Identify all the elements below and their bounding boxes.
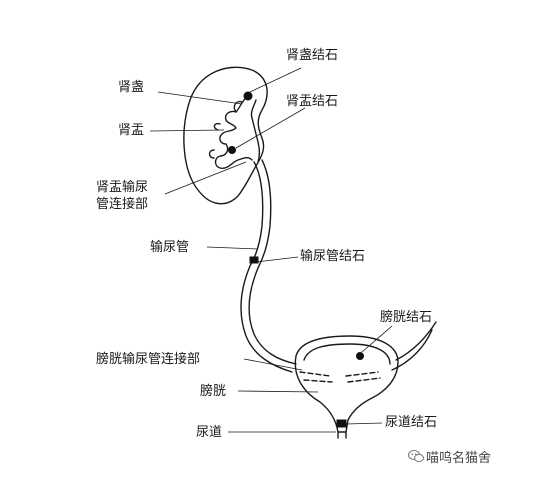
pelvis-stone-mark [228, 146, 236, 154]
ureter-right-inner [391, 329, 433, 371]
renal-pelvis-outline [214, 95, 253, 170]
urethra-stone-mark [336, 419, 347, 428]
kidney-outline [183, 66, 268, 205]
bladder-inner [303, 343, 391, 365]
label-bladder-stone: 膀胱结石 [380, 310, 433, 325]
label-ureter-stone: 输尿管结石 [300, 249, 366, 264]
ureter-right-outer [395, 321, 437, 361]
ureter-stone-mark [249, 256, 259, 264]
label-pelvis: 肾盂 [118, 123, 145, 138]
wechat-icon [408, 450, 424, 463]
ureter-left-outer [240, 161, 293, 373]
label-bladder: 膀胱 [200, 384, 227, 399]
label-calyx: 肾盏 [118, 80, 145, 95]
label-urethra-stone: 尿道结石 [385, 415, 438, 430]
label-calyx-stone: 肾盏结石 [286, 48, 339, 63]
calyx-stone-mark [243, 91, 253, 101]
label-upj-line1: 肾盂输尿 [96, 180, 149, 195]
renal-pelvis-outline-2 [250, 99, 261, 163]
label-uvj: 膀胱输尿管连接部 [96, 352, 201, 367]
label-ureter: 输尿管 [150, 240, 190, 255]
bladder-stone-mark [356, 352, 364, 360]
label-urethra: 尿道 [196, 425, 223, 440]
bladder-outline [294, 335, 399, 433]
watermark-text: 喵呜名猫舍 [426, 451, 492, 466]
ureter-left-inner [248, 159, 297, 365]
label-upj-line2: 管连接部 [96, 197, 149, 212]
label-pelvis-stone: 肾盂结石 [286, 94, 339, 109]
